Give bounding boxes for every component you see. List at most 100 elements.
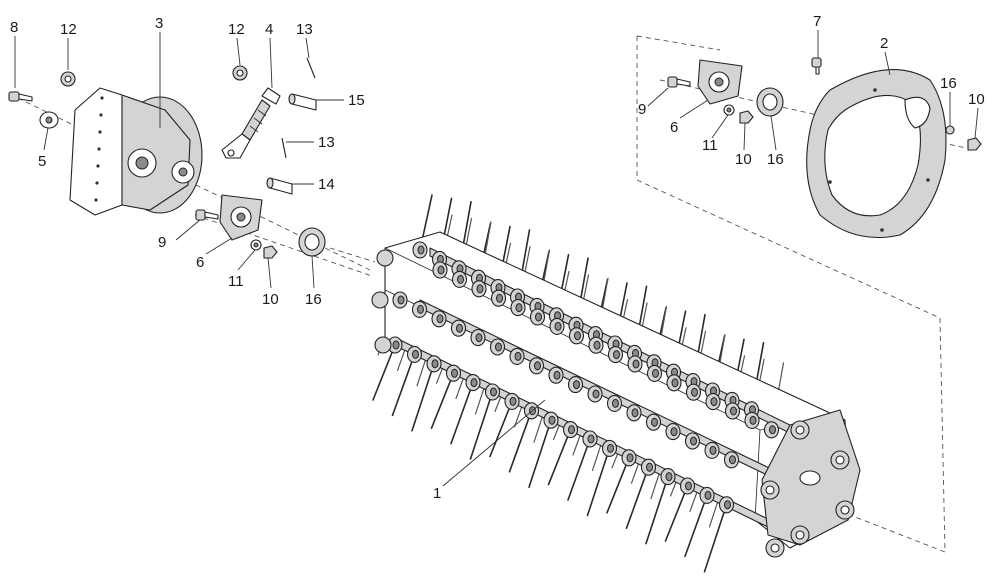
rotor-tine	[703, 503, 728, 573]
washer-12-left	[60, 71, 76, 87]
rotor-spool-hub	[417, 245, 425, 255]
bearing-flange-6-left	[219, 194, 263, 241]
callout-11-left: 11	[228, 273, 244, 290]
side-plate-2	[806, 69, 947, 238]
rotor-tine	[450, 381, 474, 445]
rotor-tine	[430, 372, 455, 430]
rotor-spool-hub	[587, 434, 595, 444]
callout-16-far-right: 16	[940, 75, 957, 92]
end-bearing-bore	[765, 485, 775, 495]
rotor-spool-hub	[593, 340, 601, 350]
washer-11-left	[250, 239, 262, 251]
rotor-spool-hub	[665, 472, 673, 482]
rotor-spool-hub	[612, 398, 619, 408]
rotor-spool-hub	[554, 321, 562, 331]
rotor-spool-hub	[709, 445, 717, 455]
bearing-flange-6-right	[697, 59, 743, 105]
end-bearing	[371, 291, 389, 309]
rotor-tine	[645, 475, 669, 545]
rotor-spool-hub	[509, 396, 517, 406]
rotor-spool-hub	[607, 443, 614, 453]
rotor-spool-hub	[495, 342, 502, 352]
bolt-9-right	[667, 76, 691, 88]
rotor-spool-hub	[729, 455, 736, 465]
leader-lines	[14, 30, 979, 487]
callout-2: 2	[880, 35, 888, 52]
bearing-16-left	[298, 227, 326, 257]
callout-12-middle: 12	[228, 21, 245, 38]
nut-10-right	[739, 110, 754, 124]
rotor-spool-hub	[769, 425, 776, 435]
rotor-spool-hub	[534, 361, 541, 371]
rotor-spool-hub	[592, 389, 600, 399]
callout-4: 4	[265, 21, 273, 38]
rotor-spool-hub	[632, 359, 640, 369]
bearing-16-right	[756, 87, 784, 117]
rotor-tine	[684, 494, 708, 558]
rotor-spool-hub	[724, 500, 731, 510]
callout-10-left: 10	[262, 291, 279, 308]
rotor-spool-hub	[476, 284, 484, 294]
rotor-spool-hub	[749, 415, 757, 425]
rotor-tine	[547, 428, 572, 486]
rotor-tine	[567, 438, 591, 501]
callout-7: 7	[813, 13, 821, 30]
callout-10-right: 10	[735, 151, 752, 168]
bolt-9-left	[195, 209, 219, 221]
rotor-tine	[586, 447, 611, 517]
rotor-spool-hub	[613, 350, 620, 360]
rotor-spool-hub	[652, 368, 659, 378]
rotor-spool-hub	[574, 331, 581, 341]
callout-14: 14	[318, 176, 335, 193]
rotor-spool-hub	[631, 408, 639, 418]
callout-9-right: 9	[638, 101, 646, 118]
rotor-spool-hub	[685, 481, 692, 491]
callout-13-upper: 13	[296, 21, 313, 38]
rotor-spool-hub	[457, 274, 464, 284]
callout-12-left: 12	[60, 21, 77, 38]
rotor-spool-hub	[470, 378, 478, 388]
rotor-spool-hub	[535, 312, 542, 322]
callout-9-left: 9	[158, 234, 166, 251]
rotor-spool-hub	[670, 427, 678, 437]
rotor-spool-hub	[412, 349, 419, 359]
tine-rotor-1	[371, 194, 861, 573]
rotor-tine	[528, 419, 552, 489]
end-bearing-bore	[835, 455, 845, 465]
end-bearing	[374, 336, 392, 354]
callout-15: 15	[348, 92, 365, 109]
rotor-spool-hub	[710, 397, 718, 407]
rotor-tine	[372, 344, 396, 401]
washer-16-far-right	[945, 125, 955, 135]
rotor-tine	[664, 485, 689, 542]
rotor-tine	[625, 466, 650, 530]
rotor-spool-hub	[671, 378, 679, 388]
callout-6-right: 6	[670, 119, 678, 136]
end-bearing-bore	[795, 530, 805, 540]
callout-10-far-right: 10	[968, 91, 985, 108]
rotor-spool-hub	[496, 293, 503, 303]
nut-10-left	[263, 245, 278, 259]
callout-labels: 8 12 3 12 4 13 15 5 13 14 9 6 11 10 16 1…	[10, 13, 985, 502]
rotor-spool-hub	[646, 462, 653, 472]
sleeve-15	[288, 93, 317, 111]
sleeve-14	[266, 177, 293, 195]
callout-6-left: 6	[196, 254, 204, 271]
rotor-spool-hub	[730, 406, 737, 416]
pin-13-lower	[281, 137, 287, 159]
gearbox-housing-3	[69, 87, 203, 216]
rotor-spool-hub	[704, 490, 712, 500]
rotor-spool-hub	[514, 351, 522, 361]
rotor-spools	[387, 241, 780, 514]
rotor-spool-hub	[553, 370, 561, 380]
rotor-spool-hub	[515, 303, 523, 313]
callout-16-right: 16	[767, 151, 784, 168]
rotor-spool-hub	[456, 323, 463, 333]
rotor-spool-hub	[651, 417, 658, 427]
rotor-tine	[606, 456, 630, 514]
rotor-tine	[489, 400, 513, 458]
rotor-tine	[508, 409, 533, 473]
washer-11-right	[723, 104, 735, 116]
bolt-8	[8, 91, 33, 102]
